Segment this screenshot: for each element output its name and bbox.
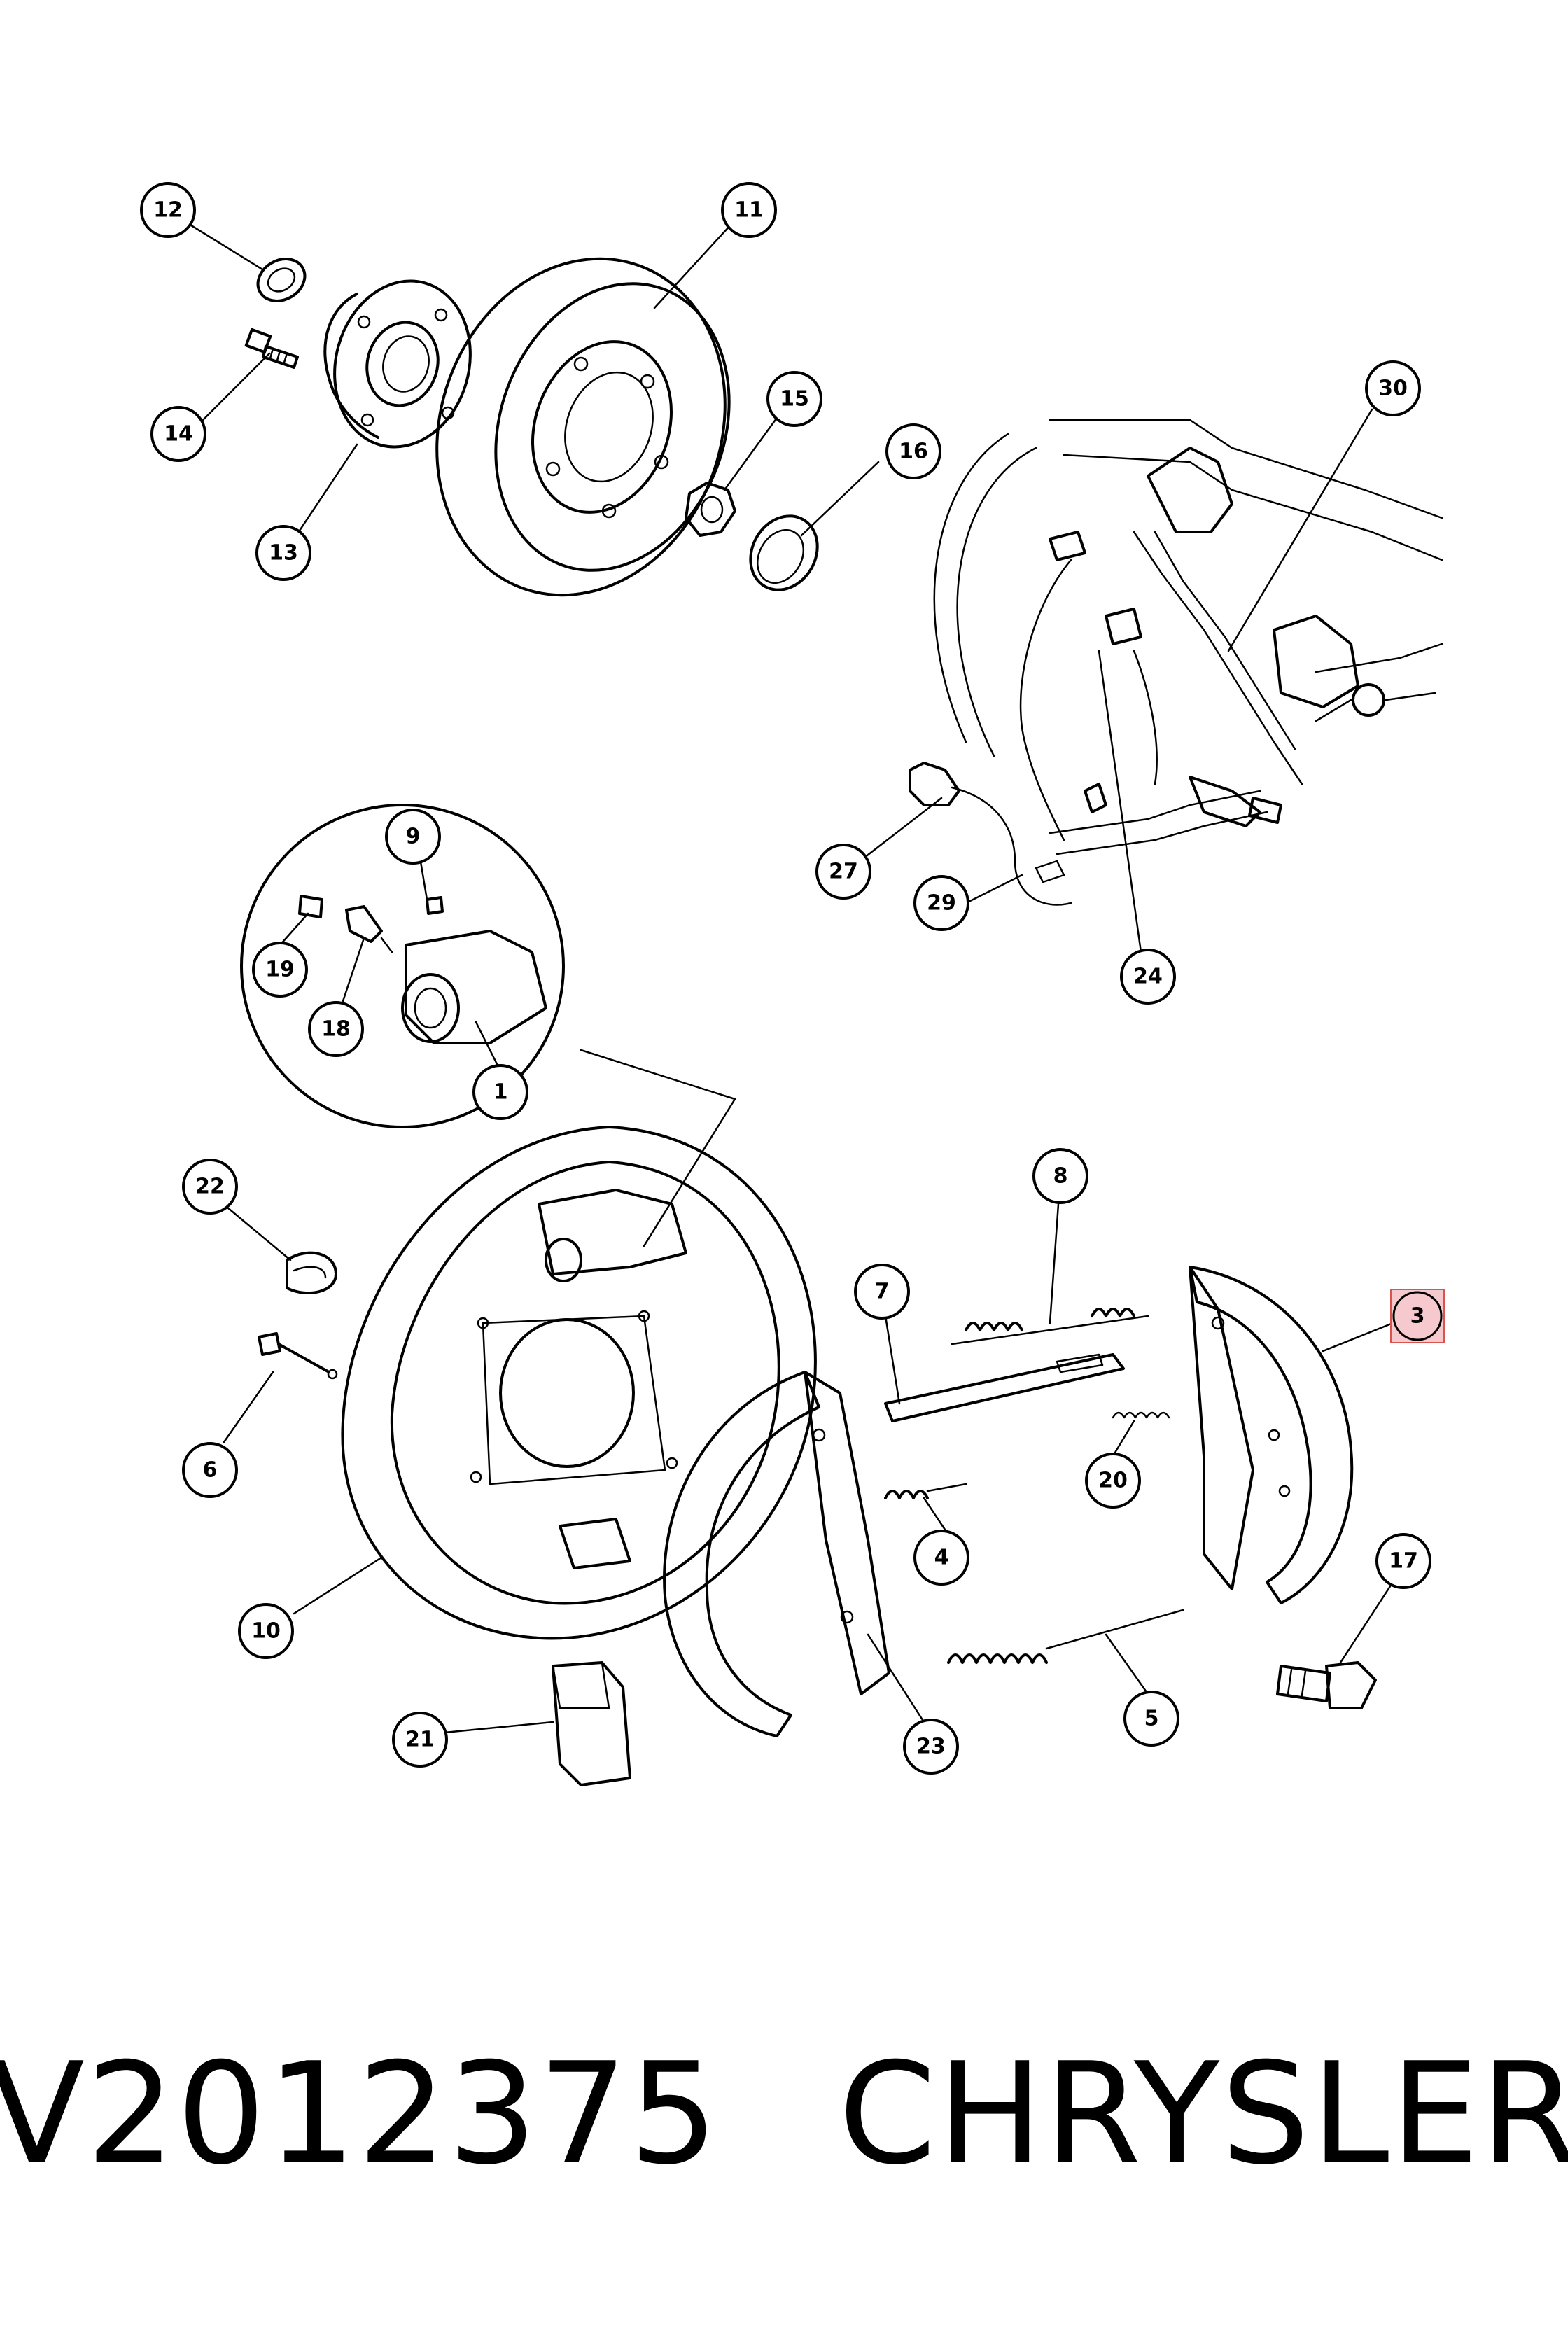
callout-11[interactable]: 11 [721, 182, 777, 238]
part-backing-plate [341, 1126, 817, 1640]
part-caption: V2012375 CHRYSLER [0, 2030, 1568, 2198]
callout-10[interactable]: 10 [238, 1603, 294, 1659]
callout-22[interactable]: 22 [182, 1158, 238, 1214]
svg-text:12: 12 [153, 198, 183, 223]
part-adjuster-spring [1112, 1411, 1170, 1419]
callout-5[interactable]: 5 [1124, 1690, 1180, 1746]
part-lower-return-spring [947, 1609, 1184, 1664]
svg-text:11: 11 [734, 198, 764, 223]
callout-19[interactable]: 19 [252, 941, 308, 997]
part-brake-shoe-right [1189, 1266, 1354, 1604]
svg-text:1: 1 [493, 1080, 508, 1105]
part-shoe-retainer [552, 1661, 631, 1786]
part-dust-cap [749, 514, 819, 592]
svg-text:14: 14 [164, 422, 193, 447]
part-wheel-speed-sensor [909, 762, 1072, 906]
callout-18[interactable]: 18 [308, 1001, 364, 1057]
svg-text:30: 30 [1378, 377, 1408, 401]
callout-23[interactable]: 23 [903, 1718, 959, 1774]
part-number: V2012375 [0, 2032, 720, 2196]
callout-12[interactable]: 12 [140, 182, 196, 238]
svg-text:21: 21 [405, 1728, 435, 1752]
callout-9[interactable]: 9 [385, 808, 441, 864]
callout-16[interactable]: 16 [886, 424, 941, 479]
callout-15[interactable]: 15 [766, 371, 822, 427]
callout-8[interactable]: 8 [1032, 1148, 1088, 1204]
part-wheel-cylinder-inset [240, 804, 565, 1128]
svg-text:18: 18 [321, 1017, 351, 1042]
callout-17[interactable]: 17 [1376, 1533, 1432, 1589]
svg-text:7: 7 [875, 1280, 890, 1304]
svg-text:19: 19 [265, 958, 295, 982]
callout-1[interactable]: 1 [472, 1064, 528, 1120]
callout-21[interactable]: 21 [392, 1712, 448, 1768]
svg-text:13: 13 [269, 541, 298, 566]
callout-6[interactable]: 6 [182, 1442, 238, 1498]
part-brake-shoe-left [663, 1371, 890, 1737]
part-seal [256, 258, 307, 302]
inset-leader-line [580, 1049, 736, 1247]
callout-13[interactable]: 13 [255, 525, 312, 581]
svg-text:4: 4 [934, 1546, 949, 1570]
part-hub-flange [323, 279, 472, 449]
svg-text:6: 6 [203, 1458, 218, 1483]
svg-text:27: 27 [829, 860, 858, 884]
svg-text:17: 17 [1389, 1549, 1418, 1574]
svg-text:29: 29 [927, 891, 956, 916]
callout-20[interactable]: 20 [1085, 1452, 1141, 1508]
part-lower-spring [884, 1483, 967, 1499]
svg-text:20: 20 [1098, 1469, 1128, 1493]
leader-lines [188, 223, 1394, 1734]
svg-text:22: 22 [195, 1175, 225, 1199]
callout-4[interactable]: 4 [913, 1530, 969, 1586]
svg-text:24: 24 [1133, 965, 1163, 989]
svg-text:8: 8 [1054, 1164, 1068, 1189]
callout-29[interactable]: 29 [913, 875, 969, 931]
part-adjuster-clip [286, 1251, 337, 1295]
part-wheel-stud [244, 328, 299, 369]
svg-text:10: 10 [251, 1619, 281, 1644]
svg-text:9: 9 [406, 825, 421, 849]
callout-30[interactable]: 30 [1365, 360, 1421, 416]
callout-7[interactable]: 7 [854, 1264, 910, 1320]
svg-text:16: 16 [899, 440, 928, 464]
part-brake-drum [435, 257, 731, 597]
part-hold-down-pin [258, 1332, 338, 1380]
callout-3[interactable]: 3 [1390, 1289, 1445, 1343]
svg-text:15: 15 [780, 387, 809, 412]
part-upper-return-spring [951, 1308, 1149, 1345]
part-hub-nut [685, 482, 736, 537]
part-adjuster-strut [884, 1353, 1125, 1422]
brand-name: CHRYSLER [838, 2032, 1568, 2196]
part-mounting-bolt [1276, 1661, 1377, 1709]
svg-text:5: 5 [1144, 1707, 1159, 1731]
part-axle-abs-assembly [933, 419, 1443, 855]
svg-text:3: 3 [1410, 1304, 1425, 1329]
callout-27[interactable]: 27 [816, 844, 872, 899]
svg-text:23: 23 [916, 1735, 946, 1759]
callout-24[interactable]: 24 [1120, 948, 1176, 1004]
callout-14[interactable]: 14 [150, 406, 206, 462]
